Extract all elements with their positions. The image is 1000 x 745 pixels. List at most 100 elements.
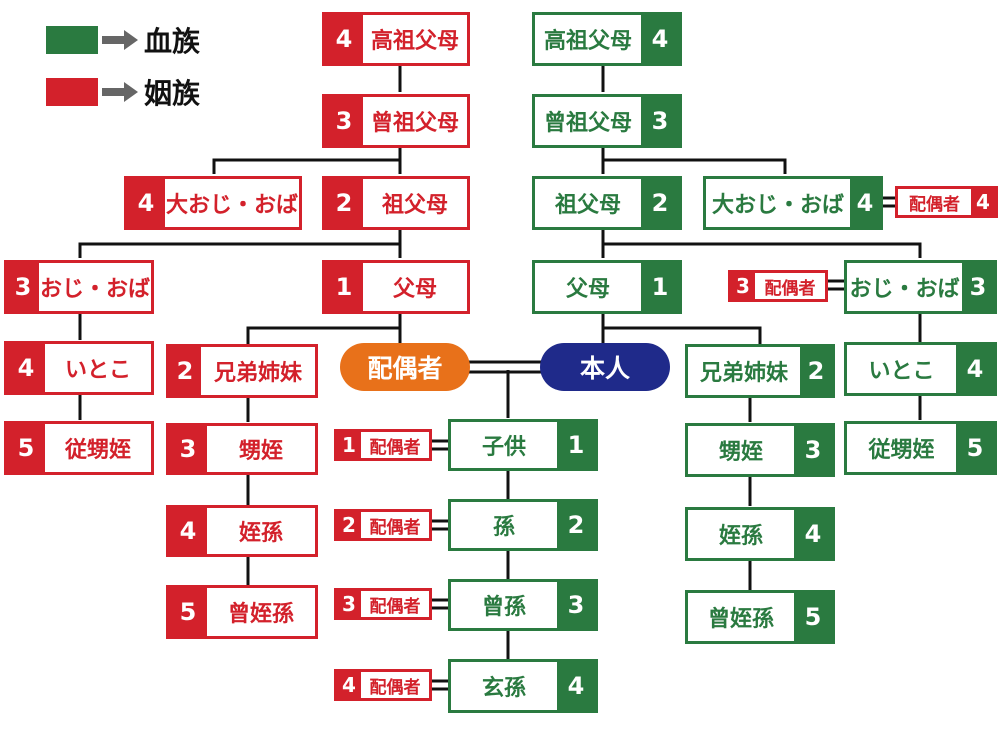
degree-number: 3 — [335, 107, 353, 135]
degree-number: 3 — [651, 107, 669, 135]
degree-number: 5 — [804, 603, 822, 631]
descendant-great-grandchildren: 3 曾孫 — [448, 579, 598, 631]
blood-nephew-niece: 3 甥姪 — [685, 423, 835, 477]
blood-uncle-aunt: 3 おじ・おば — [844, 260, 997, 314]
relation-label: 祖父母 — [535, 179, 641, 227]
blood-great-grandparents: 3 曾祖父母 — [532, 94, 682, 148]
arrow-right-icon — [102, 82, 138, 102]
legend-label-blood: 血族 — [144, 25, 201, 58]
degree-number: 2 — [342, 513, 356, 537]
relation-label: 姪孫 — [688, 510, 794, 558]
inlaw-uncle-aunt: 3 おじ・おば — [4, 260, 154, 314]
relation-label: 曾祖父母 — [363, 97, 467, 145]
relation-label: 兄弟姉妹 — [688, 347, 800, 395]
descendant-grandchildren: 2 孫 — [448, 499, 598, 551]
degree-number: 4 — [335, 25, 353, 53]
relation-label: 曾姪孫 — [207, 588, 315, 636]
degree-number: 2 — [335, 189, 353, 217]
self-pill: 本人 — [540, 343, 670, 391]
inlaw-great-grandnephew: 5 曾姪孫 — [166, 585, 318, 639]
degree-number: 4 — [804, 520, 822, 548]
degree-number: 4 — [651, 25, 669, 53]
legend-label-inlaw: 姻族 — [144, 77, 201, 110]
degree-number: 4 — [179, 517, 197, 545]
blood-parents: 1 父母 — [532, 260, 682, 314]
blood-great-uncle-aunt: 4 大おじ・おば — [703, 176, 883, 230]
degree-number: 3 — [179, 435, 197, 463]
inlaw-nephew-niece: 3 甥姪 — [166, 423, 318, 475]
legend-swatch-blood — [46, 26, 98, 54]
blood-cousin: 4 いとこ — [844, 342, 997, 396]
blood-great-grandnephew: 5 曾姪孫 — [685, 590, 835, 644]
relation-label: 父母 — [535, 263, 641, 311]
descendant-children: 1 子供 — [448, 419, 598, 471]
degree-number: 4 — [342, 673, 356, 697]
degree-number: 4 — [966, 355, 984, 383]
relation-label: おじ・おば — [39, 263, 151, 311]
relation-label: おじ・おば — [847, 263, 962, 311]
inlaw-cousin: 4 いとこ — [4, 341, 154, 395]
relation-label: いとこ — [847, 345, 956, 393]
relation-label: 高祖父母 — [363, 15, 467, 63]
arrow-right-icon — [102, 30, 138, 50]
relation-label: 従甥姪 — [847, 424, 956, 472]
inlaw-grandnephew: 4 姪孫 — [166, 505, 318, 557]
inlaw-cousins-child: 5 従甥姪 — [4, 421, 154, 475]
degree-number: 4 — [17, 354, 35, 382]
degree-number: 1 — [651, 273, 669, 301]
relation-label: 曾祖父母 — [535, 97, 641, 145]
spouse-tag-uncle-aunt: 3 配偶者 — [728, 270, 828, 302]
relation-label: 父母 — [363, 263, 467, 311]
relation-label: 配偶者 — [755, 273, 825, 299]
inlaw-parents: 1 父母 — [322, 260, 470, 314]
relation-label: 兄弟姉妹 — [201, 347, 315, 395]
relation-label: 配偶者 — [361, 512, 429, 538]
relation-label: 従甥姪 — [45, 424, 151, 472]
relation-label: いとこ — [45, 344, 151, 392]
legend-swatch-inlaw — [46, 78, 98, 106]
inlaw-siblings: 2 兄弟姉妹 — [166, 344, 318, 398]
relation-label: 曾姪孫 — [688, 593, 794, 641]
degree-number: 3 — [969, 273, 987, 301]
degree-number: 3 — [14, 273, 32, 301]
spouse-tag-great-grandchildren: 3 配偶者 — [334, 588, 432, 620]
blood-grandnephew: 4 姪孫 — [685, 507, 835, 561]
degree-number: 2 — [807, 357, 825, 385]
relation-label: 祖父母 — [363, 179, 467, 227]
degree-number: 4 — [856, 189, 874, 217]
degree-number: 5 — [17, 434, 35, 462]
descendant-great-great-grandchildren: 4 玄孫 — [448, 659, 598, 713]
blood-grandparents: 2 祖父母 — [532, 176, 682, 230]
relation-label: 孫 — [451, 502, 557, 548]
degree-number: 2 — [567, 511, 585, 539]
blood-cousins-child: 5 従甥姪 — [844, 421, 997, 475]
degree-number: 3 — [342, 592, 356, 616]
degree-number: 2 — [176, 357, 194, 385]
degree-number: 4 — [137, 189, 155, 217]
inlaw-great-grandparents: 3 曾祖父母 — [322, 94, 470, 148]
degree-number: 1 — [335, 273, 353, 301]
degree-number: 3 — [567, 591, 585, 619]
relation-label: 大おじ・おば — [706, 179, 850, 227]
spouse-tag-grandchildren: 2 配偶者 — [334, 509, 432, 541]
inlaw-great-uncle-aunt: 4 大おじ・おば — [124, 176, 302, 230]
blood-great-great-grandparents: 4 高祖父母 — [532, 12, 682, 66]
degree-number: 1 — [567, 431, 585, 459]
relation-label: 曾孫 — [451, 582, 557, 628]
degree-number: 4 — [976, 190, 990, 214]
spouse-tag-great-uncle-aunt: 配偶者 4 — [895, 186, 998, 218]
inlaw-grandparents: 2 祖父母 — [322, 176, 470, 230]
relation-label: 子供 — [451, 422, 557, 468]
spouse-tag-great-great-grandchildren: 4 配偶者 — [334, 669, 432, 701]
relation-label: 配偶者 — [898, 189, 971, 215]
spouse-tag-children: 1 配偶者 — [334, 429, 432, 461]
relation-label: 配偶者 — [361, 432, 429, 458]
degree-number: 1 — [342, 433, 356, 457]
degree-number: 3 — [804, 436, 822, 464]
relation-label: 玄孫 — [451, 662, 557, 710]
inlaw-great-great-grandparents: 4 高祖父母 — [322, 12, 470, 66]
degree-number: 3 — [736, 274, 750, 298]
relation-label: 配偶者 — [361, 672, 429, 698]
relation-label: 甥姪 — [688, 426, 794, 474]
relation-label: 配偶者 — [361, 591, 429, 617]
